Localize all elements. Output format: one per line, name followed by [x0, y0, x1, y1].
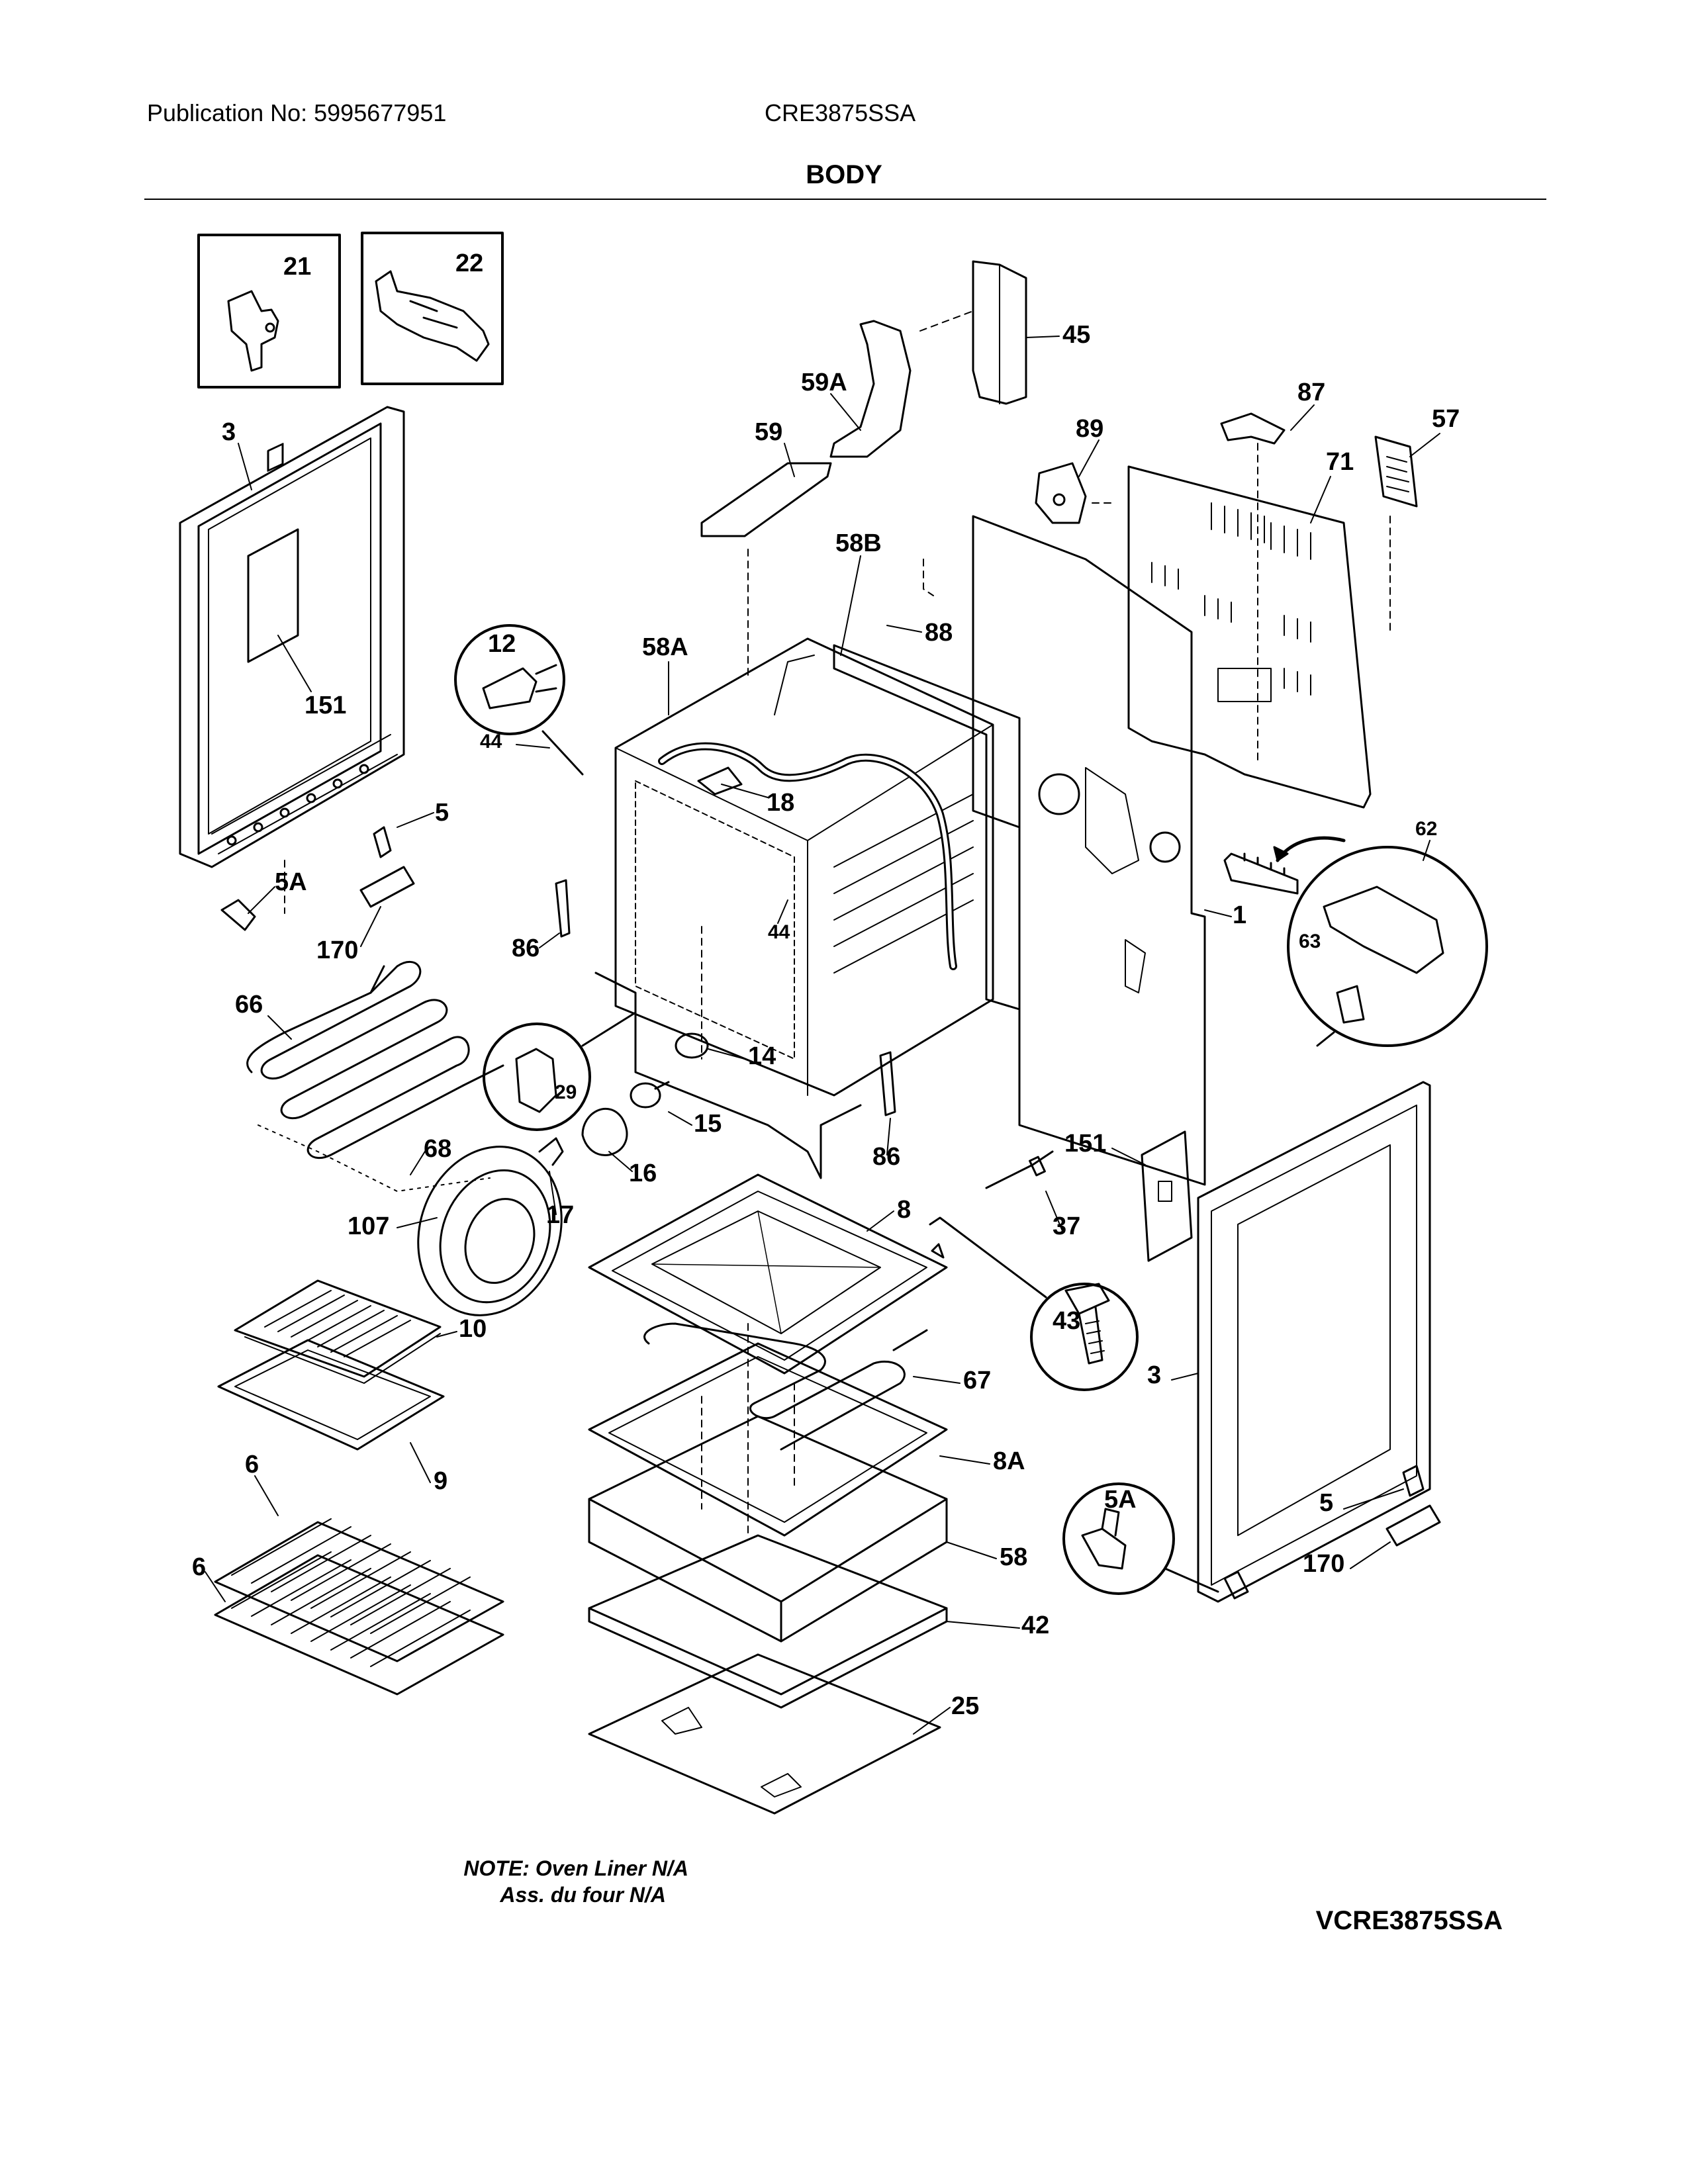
- part-label-86-right: 86: [872, 1143, 900, 1171]
- insulation-58: [588, 1415, 948, 1643]
- bottom-panel-8: [588, 1173, 948, 1375]
- part-label-88: 88: [925, 619, 953, 647]
- part-label-21: 21: [283, 253, 311, 281]
- part-label-3-left: 3: [222, 418, 236, 446]
- part-label-10: 10: [459, 1315, 487, 1343]
- part-label-17: 17: [546, 1201, 574, 1229]
- part-label-66: 66: [235, 991, 263, 1019]
- broil-pan: [217, 1279, 445, 1451]
- part-label-58: 58: [1000, 1543, 1027, 1571]
- part-label-170-left: 170: [316, 936, 358, 964]
- inset-part-5A: [1062, 1482, 1219, 1595]
- part-label-57: 57: [1432, 405, 1460, 433]
- vent-cover-57: [1374, 435, 1418, 508]
- part-label-14: 14: [748, 1042, 776, 1070]
- convection-fan: [417, 1146, 563, 1316]
- model-number: CRE3875SSA: [765, 99, 916, 126]
- part-labels: 21 22 3 151 5 5A 170 12 44 58A 18 44 86 …: [192, 250, 1460, 1720]
- part-label-67: 67: [963, 1367, 991, 1394]
- part-label-63: 63: [1299, 931, 1321, 952]
- part-label-68: 68: [424, 1135, 451, 1163]
- rear-cover: [1127, 465, 1372, 809]
- bottom-cover-25: [588, 1653, 941, 1815]
- part-label-16: 16: [629, 1160, 657, 1187]
- oven-cavity: [594, 637, 1021, 1179]
- part-label-6-upper: 6: [245, 1451, 259, 1479]
- part-label-5-right: 5: [1319, 1489, 1333, 1517]
- duct-45: [972, 260, 1027, 405]
- part-label-1: 1: [1233, 901, 1246, 929]
- section-title: BODY: [806, 160, 882, 189]
- part-label-58A: 58A: [642, 633, 688, 661]
- part-label-86-left: 86: [512, 934, 539, 962]
- part-label-71: 71: [1326, 448, 1354, 476]
- oven-rack-lower: [214, 1551, 504, 1696]
- left-door: [179, 406, 405, 868]
- oven-rack-upper: [214, 1518, 504, 1662]
- part-label-42: 42: [1021, 1612, 1049, 1639]
- label-leaders: [205, 336, 1440, 1735]
- part-label-44-lower: 44: [768, 921, 790, 943]
- part-label-5-left: 5: [435, 799, 449, 827]
- back-panel: [972, 515, 1206, 1186]
- part-label-12: 12: [488, 630, 516, 658]
- part-label-6-lower: 6: [192, 1553, 206, 1581]
- part-label-18: 18: [767, 789, 794, 817]
- part-label-3-right: 3: [1147, 1361, 1161, 1389]
- bottom-tray-42: [588, 1534, 948, 1709]
- part-label-44-upper: 44: [480, 731, 502, 752]
- sensor-18: [697, 766, 743, 796]
- duct-59: [700, 462, 832, 537]
- note-line-1: NOTE: Oven Liner N/A: [463, 1856, 688, 1880]
- side-bracket-151: [1141, 1130, 1193, 1262]
- drawing-id: VCRE3875SSA: [1315, 1906, 1503, 1935]
- leveler-right: [1223, 1465, 1441, 1600]
- part-label-58B: 58B: [835, 529, 882, 557]
- part-label-5A-inset: 5A: [1104, 1486, 1137, 1514]
- inset-part-22: [361, 232, 504, 385]
- leader-lines: [284, 310, 1391, 1536]
- part-label-89: 89: [1076, 415, 1103, 443]
- part-label-15: 15: [694, 1110, 722, 1138]
- part-label-170-right: 170: [1303, 1550, 1344, 1578]
- part-label-45: 45: [1062, 321, 1090, 349]
- part-label-9: 9: [434, 1467, 447, 1495]
- frame-8A: [588, 1342, 948, 1537]
- part-label-151-left: 151: [305, 692, 346, 719]
- part-label-22: 22: [455, 250, 483, 277]
- part-label-87: 87: [1297, 379, 1325, 406]
- duct-59A: [829, 320, 912, 458]
- note-line-2: Ass. du four N/A: [500, 1883, 666, 1907]
- part-label-5A-left: 5A: [275, 868, 307, 896]
- part-label-59A: 59A: [801, 369, 847, 396]
- light-parts: [538, 1032, 709, 1166]
- part-label-151-right: 151: [1064, 1130, 1106, 1158]
- part-label-43: 43: [1053, 1307, 1080, 1335]
- part-label-8A: 8A: [993, 1447, 1025, 1475]
- bracket-86-right: [879, 1051, 896, 1116]
- inset-part-43: [929, 1216, 1139, 1391]
- bake-element: [246, 961, 504, 1192]
- part-label-107: 107: [348, 1212, 389, 1240]
- small-plate-87: [1220, 412, 1286, 445]
- wire-37: [985, 1150, 1054, 1189]
- part-label-8: 8: [897, 1196, 911, 1224]
- leveler-left: [220, 826, 415, 931]
- part-label-59: 59: [755, 418, 782, 446]
- lower-element-67: [643, 1322, 928, 1451]
- part-label-29: 29: [555, 1081, 577, 1103]
- inset-part-62: [1223, 836, 1488, 1047]
- bracket-89: [1035, 462, 1087, 524]
- right-side-panel: [1197, 1081, 1431, 1603]
- part-label-62: 62: [1415, 818, 1437, 840]
- inset-part-21: [197, 234, 341, 388]
- header-rule: [144, 199, 1546, 200]
- inset-part-29: [483, 1011, 637, 1131]
- bracket-86-left: [555, 879, 571, 938]
- inset-part-12: [454, 624, 584, 776]
- part-label-25: 25: [951, 1692, 979, 1720]
- publication-number: Publication No: 5995677951: [147, 99, 447, 126]
